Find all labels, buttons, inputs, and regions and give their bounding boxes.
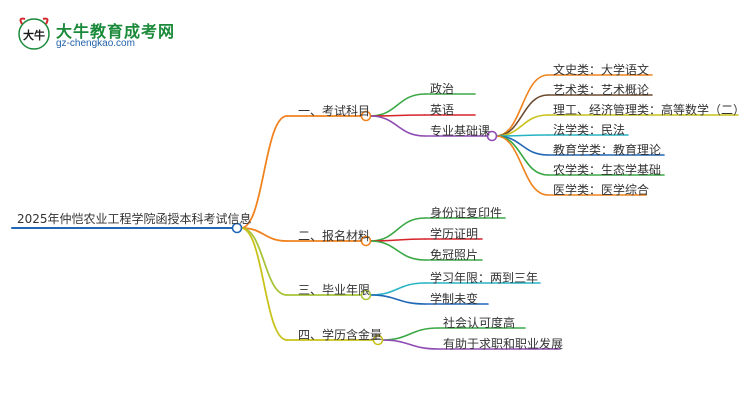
leaf-law-label: 法学类：民法 bbox=[553, 123, 626, 137]
branch-0-node-circle bbox=[360, 110, 372, 122]
site-logo: 大牛 大牛教育成考网 gz-chengkao.com bbox=[16, 14, 174, 54]
subbranch-to-leaf-2-curve bbox=[495, 114, 549, 137]
root-node-label: 2025年仲恺农业工程学院函授本科考试信息 bbox=[17, 212, 252, 226]
root-to-branch-0-curve bbox=[240, 115, 288, 229]
leaf-arts-label: 艺术类：艺术概论 bbox=[553, 83, 650, 97]
branch-3-to-leaf-1-curve bbox=[381, 339, 439, 350]
branch-0-to-leaf-0-curve bbox=[369, 93, 426, 117]
branch-3-to-leaf-0-curve bbox=[381, 327, 439, 341]
branch-0-to-leaf-2-curve bbox=[369, 115, 426, 137]
leaf-education-label: 教育学类：教育理论 bbox=[553, 143, 662, 157]
branch-1-to-leaf-2-curve bbox=[369, 240, 426, 261]
ox-logo-icon: 大牛 bbox=[18, 17, 50, 50]
branch-1-to-leaf-0-curve bbox=[369, 217, 426, 242]
branch-exam-subjects-label: 一、考试科目 bbox=[298, 104, 371, 118]
leaf-career-help-label: 有助于求职和职业发展 bbox=[443, 337, 564, 351]
root-to-branch-3-curve bbox=[240, 227, 288, 341]
leaf-english-label: 英语 bbox=[430, 103, 455, 117]
leaf-medicine-label: 医学类：医学综合 bbox=[553, 183, 650, 197]
subbranch-to-leaf-0-curve bbox=[495, 74, 549, 137]
leaf-system-unchanged-label: 学制未变 bbox=[430, 292, 479, 306]
leaf-study-years-label: 学习年限：两到三年 bbox=[430, 271, 539, 285]
leaf-politics-label: 政治 bbox=[430, 82, 455, 96]
leaf-photo-label: 免冠照片 bbox=[430, 248, 479, 262]
leaf-education-proof-label: 学历证明 bbox=[430, 227, 479, 241]
leaf-agriculture-label: 农学类：生态学基础 bbox=[553, 163, 662, 177]
branch-2-to-leaf-0-curve bbox=[369, 282, 426, 296]
branch-graduation-years-label: 三、毕业年限 bbox=[298, 283, 371, 297]
logo-title: 大牛教育成考网 bbox=[56, 22, 176, 41]
leaf-major-basics-label: 专业基础课 bbox=[430, 124, 491, 138]
branch-degree-value-label: 四、学历含金量 bbox=[298, 328, 383, 342]
leaf-social-recognition-label: 社会认可度高 bbox=[443, 316, 516, 330]
branch-application-materials-label: 二、报名材料 bbox=[298, 229, 371, 243]
subbranch-major-node-circle bbox=[486, 130, 498, 142]
subbranch-to-leaf-5-curve bbox=[495, 135, 549, 176]
subbranch-to-leaf-6-curve bbox=[495, 135, 549, 196]
logo-url: gz-chengkao.com bbox=[56, 38, 135, 49]
branch-2-node-circle bbox=[360, 289, 372, 301]
logo-mark-text: 大牛 bbox=[23, 28, 45, 42]
leaf-science-econ-label: 理工、经济管理类：高等数学（二） bbox=[553, 103, 746, 117]
leaf-literature-label: 文史类：大学语文 bbox=[553, 63, 650, 77]
branch-1-node-circle bbox=[360, 235, 372, 247]
root-node-circle bbox=[231, 222, 243, 234]
branch-2-to-leaf-1-curve bbox=[369, 294, 426, 305]
branch-3-node-circle bbox=[372, 334, 384, 346]
leaf-id-copy-label: 身份证复印件 bbox=[430, 206, 503, 220]
